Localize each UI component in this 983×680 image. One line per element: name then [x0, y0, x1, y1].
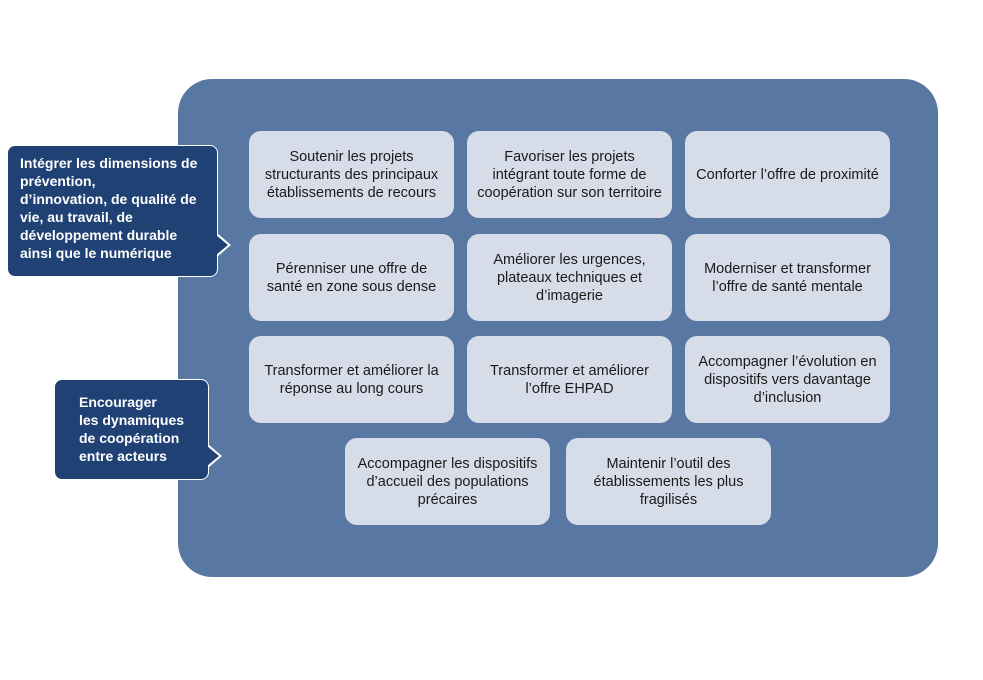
objective-box: Moderniser et transformer l’offre de san… [685, 234, 890, 321]
callout-transversal-dimensions: Intégrer les dimensions de prévention, d… [7, 145, 218, 277]
callout-pointer-fill [207, 446, 219, 466]
callout-cooperation: Encourager les dynamiques de coopération… [54, 379, 209, 480]
objective-box: Soutenir les projets structurants des pr… [249, 131, 454, 218]
callout-pointer-fill [216, 235, 228, 255]
objective-box: Améliorer les urgences, plateaux techniq… [467, 234, 672, 321]
objective-box: Favoriser les projets intégrant toute fo… [467, 131, 672, 218]
objective-box: Transformer et améliorer la réponse au l… [249, 336, 454, 423]
callout-text: Intégrer les dimensions de prévention, d… [20, 155, 198, 261]
callout-text: Encourager les dynamiques de coopération… [79, 394, 185, 464]
objective-box: Pérenniser une offre de santé en zone so… [249, 234, 454, 321]
objective-box: Transformer et améliorer l’offre EHPAD [467, 336, 672, 423]
objective-box: Accompagner l’évolution en dispositifs v… [685, 336, 890, 423]
objective-box: Maintenir l’outil des établissements les… [566, 438, 771, 525]
objective-box: Accompagner les dispositifs d’accueil de… [345, 438, 550, 525]
objective-box: Conforter l’offre de proximité [685, 131, 890, 218]
